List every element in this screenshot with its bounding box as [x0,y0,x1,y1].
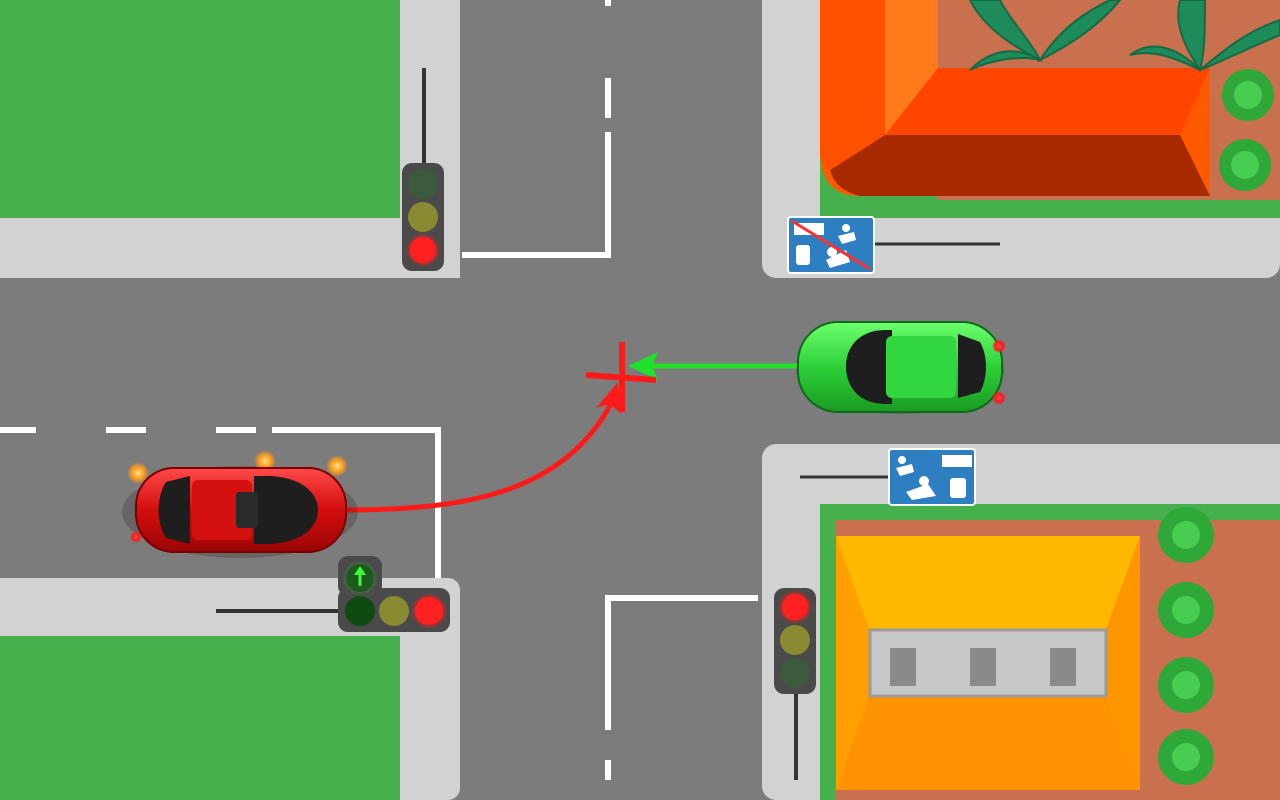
conflict-cross-icon [585,342,657,412]
living-zone-icon [896,455,972,500]
sign-end-living-zone [787,216,1000,274]
shrubs-bottom-right [1158,507,1214,785]
building-top-right [820,0,1280,200]
traffic-light-top-left [402,68,444,271]
lane-markings [0,0,758,780]
turn-signal-rear-left [127,462,149,484]
traffic-light-bottom-right [774,588,816,780]
traffic-light-with-arrow [216,556,450,632]
sign-living-zone [800,448,976,506]
turn-signal-mid-left [254,450,276,472]
grass-bottom-left [0,636,400,800]
green-car [796,321,1006,414]
turn-signal-front-left [326,455,348,477]
block-bottom-left [0,578,460,800]
red-car [122,450,358,558]
block-top-left [0,0,460,278]
brake-light-bottom [992,391,1006,405]
grass-top-left [0,0,400,218]
palm-trees [968,0,1280,73]
arrow-up-icon [354,566,366,586]
brake-light-top [992,339,1006,353]
shrubs-top-right [1219,69,1274,191]
red-car-path [339,382,621,513]
green-car-path [628,352,800,380]
